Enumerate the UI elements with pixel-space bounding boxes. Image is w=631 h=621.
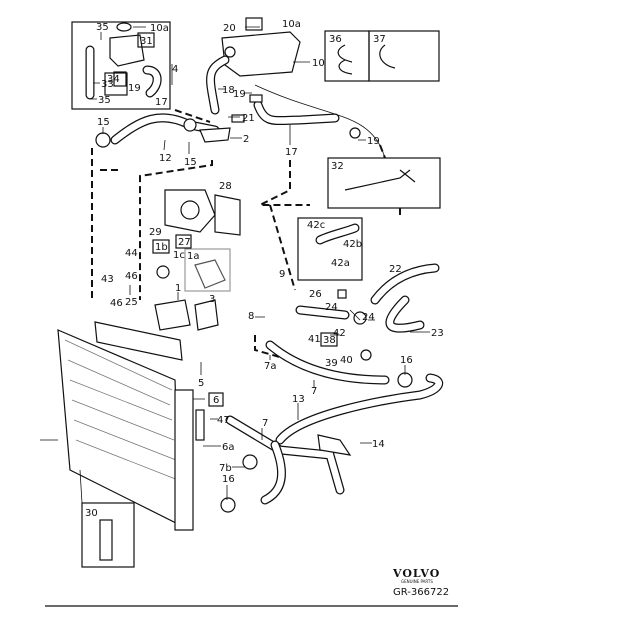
label-12: 12	[159, 153, 172, 164]
part-32-inset-box	[327, 157, 441, 209]
label-35: 35	[96, 22, 109, 33]
label-1c: 1c	[173, 250, 185, 261]
label-15: 15	[97, 117, 110, 128]
label-1a: 1a	[187, 251, 200, 262]
label-42c: 42c	[307, 220, 325, 231]
label-35: 35	[98, 95, 111, 106]
label-38: 38	[323, 335, 336, 346]
label-9: 9	[279, 269, 285, 280]
label-5: 5	[198, 378, 204, 389]
label-4: 4	[172, 64, 178, 75]
label-36: 36	[329, 34, 342, 45]
label-7: 7	[311, 386, 317, 397]
label-29: 29	[149, 227, 162, 238]
label-8: 8	[248, 311, 254, 322]
label-3: 3	[209, 294, 215, 305]
label-20: 20	[223, 23, 236, 34]
label-42b: 42b	[343, 239, 362, 250]
part-labels: 10a 35 31 34 33 35 19 17 20 10a 10 18 19…	[85, 19, 444, 519]
label-1b: 1b	[155, 242, 168, 253]
label-28: 28	[219, 181, 232, 192]
volvo-logo: VOLVO	[392, 567, 440, 580]
reservoir-inset-box	[71, 21, 171, 110]
label-44: 44	[125, 248, 138, 259]
label-25: 25	[125, 297, 138, 308]
label-41: 41	[308, 334, 321, 345]
label-34: 34	[107, 74, 120, 85]
label-19: 19	[367, 136, 380, 147]
label-17: 17	[285, 147, 298, 158]
guide-lines	[91, 109, 401, 361]
part-30-inset-box	[81, 502, 135, 568]
label-1: 1	[175, 283, 181, 294]
label-31: 31	[140, 36, 153, 47]
label-46: 46	[125, 271, 138, 282]
label-7: 7	[262, 418, 268, 429]
label-32: 32	[331, 161, 344, 172]
radiator	[40, 321, 194, 531]
label-17: 17	[155, 97, 168, 108]
part-37-inset-box	[368, 30, 440, 82]
small-parts	[95, 44, 416, 561]
label-10a: 10a	[150, 23, 169, 34]
label-43: 43	[101, 274, 114, 285]
label-18: 18	[222, 85, 235, 96]
label-14: 14	[372, 439, 385, 450]
label-6a: 6a	[222, 442, 235, 453]
part-1a-inset-box	[184, 248, 231, 292]
label-21: 21	[242, 113, 255, 124]
label-42: 42	[333, 328, 346, 339]
overflow-line	[254, 84, 386, 159]
label-6: 6	[213, 395, 219, 406]
label-24: 24	[325, 302, 338, 313]
label-33: 33	[101, 79, 114, 90]
label-16: 16	[222, 474, 235, 485]
label-2: 2	[243, 134, 249, 145]
label-46: 46	[110, 298, 123, 309]
label-39: 39	[325, 358, 338, 369]
label-30: 30	[85, 508, 98, 519]
drawing-number: GR-366722	[393, 587, 449, 598]
label-15: 15	[184, 157, 197, 168]
label-16: 16	[400, 355, 413, 366]
label-22: 22	[389, 264, 402, 275]
hoses	[85, 45, 444, 505]
water-pump	[154, 189, 241, 331]
label-23: 23	[431, 328, 444, 339]
label-24: 24	[362, 312, 375, 323]
label-27: 27	[178, 237, 191, 248]
label-19: 19	[233, 89, 246, 100]
label-37: 37	[373, 34, 386, 45]
label-7b: 7b	[219, 463, 232, 474]
part-42-inset-box	[297, 217, 363, 281]
label-10a: 10a	[282, 19, 301, 30]
label-10: 10	[312, 58, 325, 69]
label-26: 26	[309, 289, 322, 300]
label-40: 40	[340, 355, 353, 366]
label-7a: 7a	[264, 361, 277, 372]
label-13: 13	[292, 394, 305, 405]
label-47: 47	[217, 415, 230, 426]
small-reservoir	[109, 22, 145, 87]
genuine-parts-text: GENUINE PARTS	[401, 579, 433, 584]
label-42a: 42a	[331, 258, 350, 269]
label-19: 19	[128, 83, 141, 94]
